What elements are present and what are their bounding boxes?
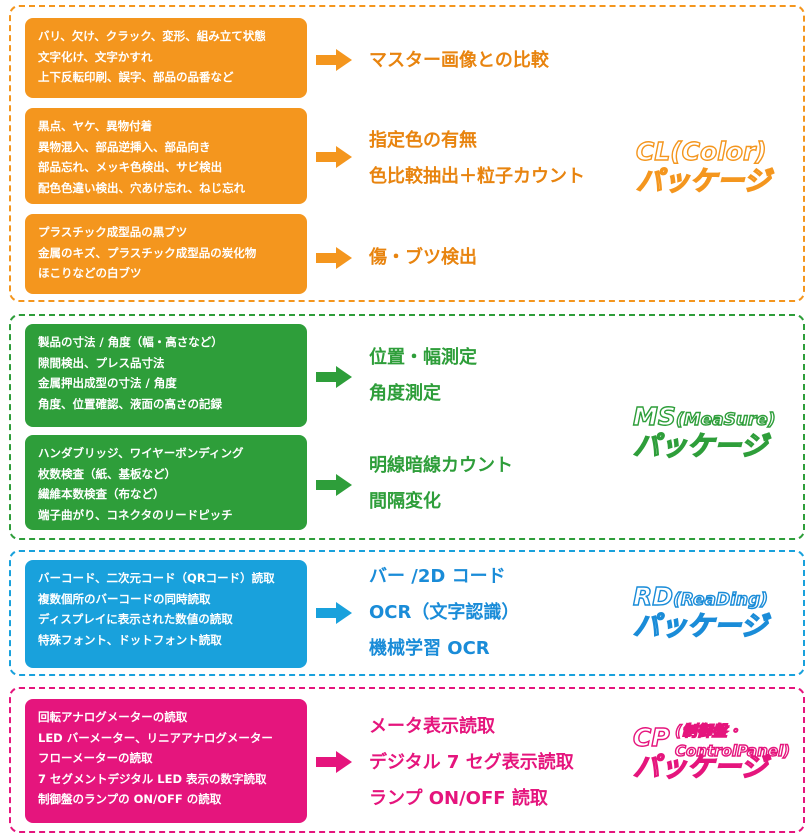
package-fullname: (ReaDing)	[672, 590, 769, 610]
condition-line: 金属押出成型の寸法 / 角度	[38, 376, 177, 390]
cp-condition-box: 回転アナログメーターの読取 LED バーメーター、リニアアナログメーター フロー…	[25, 699, 307, 823]
cl-condition-box-3: プラスチック成型品の黒ブツ 金属のキズ、プラスチック成型品の炭化物 ほこりなどの…	[25, 214, 307, 294]
package-name: CL(Color)	[635, 137, 767, 166]
arrow-right-icon	[316, 366, 352, 388]
arrow-right-icon	[316, 474, 352, 496]
ms-result-1: 位置・幅測定 角度測定	[369, 340, 477, 412]
rd-package-group: バーコード、二次元コード（QRコード）読取 複数個所のバーコードの同時読取 ディ…	[9, 550, 805, 676]
condition-line: 繊維本数検査（布など）	[38, 487, 165, 501]
condition-line: 7 セグメントデジタル LED 表示の数字読取	[38, 771, 267, 786]
condition-line: 隙間検出、プレス品寸法	[38, 355, 165, 370]
package-fullname: (MeaSure)	[675, 410, 776, 430]
condition-line: LED バーメーター、リニアアナログメーター	[38, 730, 273, 745]
result-line: 傷・ブツ検出	[369, 247, 477, 268]
cp-result: メータ表示読取 デジタル 7 セグ表示読取 ランプ ON/OFF 読取	[369, 709, 574, 817]
package-fullname: (制御盤・ ControlPanel)	[674, 721, 791, 761]
rd-condition-box: バーコード、二次元コード（QRコード）読取 複数個所のバーコードの同時読取 ディ…	[25, 560, 307, 668]
package-suffix: パッケージ	[632, 611, 768, 642]
arrow-right-icon	[316, 146, 352, 168]
condition-line: 角度、位置確認、液面の高さの記録	[38, 396, 222, 411]
condition-line: 異物混入、部品逆挿入、部品向き	[38, 139, 211, 154]
condition-line: 製品の寸法 / 角度（幅・高さなど）	[38, 335, 223, 349]
result-line: 機械学習 OCR	[369, 638, 490, 659]
result-line: デジタル 7 セグ表示読取	[369, 752, 574, 773]
ms-package-group: 製品の寸法 / 角度（幅・高さなど） 隙間検出、プレス品寸法 金属押出成型の寸法…	[9, 314, 805, 540]
condition-line: フローメーターの読取	[38, 751, 153, 765]
package-name: RD	[632, 582, 674, 611]
condition-line: 特殊フォント、ドットフォント読取	[38, 632, 222, 647]
condition-line: バリ、欠け、クラック、変形、組み立て状態	[38, 29, 266, 43]
package-name: MS	[632, 402, 676, 431]
condition-line: 上下反転印刷、誤字、部品の品番など	[38, 70, 234, 84]
condition-line: プラスチック成型品の黒ブツ	[38, 225, 188, 239]
cl-package-label: CL(Color) パッケージ	[635, 137, 771, 197]
arrow-right-icon	[316, 49, 352, 71]
cl-result-3: 傷・ブツ検出	[369, 240, 477, 276]
condition-line: 金属のキズ、プラスチック成型品の炭化物	[38, 245, 257, 260]
package-name: CP	[632, 723, 670, 752]
cl-condition-box-2: 黒点、ヤケ、異物付着 異物混入、部品逆挿入、部品向き 部品忘れ、メッキ色検出、サ…	[25, 108, 307, 204]
package-fullname-line2: ControlPanel)	[674, 741, 791, 760]
cl-result-2: 指定色の有無 色比較抽出＋粒子カウント	[369, 123, 585, 195]
result-line: 指定色の有無	[369, 130, 477, 151]
condition-line: ほこりなどの白ブツ	[38, 266, 142, 280]
package-suffix: パッケージ	[632, 431, 768, 462]
result-line: バー /2D コード	[369, 566, 506, 587]
condition-line: 配色色違い検出、穴あけ忘れ、ねじ忘れ	[38, 180, 246, 195]
cl-package-group: バリ、欠け、クラック、変形、組み立て状態 文字化け、文字かすれ 上下反転印刷、誤…	[9, 5, 805, 302]
condition-line: 回転アナログメーターの読取	[38, 710, 188, 724]
condition-line: 制御盤のランプの ON/OFF の読取	[38, 792, 222, 806]
cl-result-1: マスター画像との比較	[369, 43, 549, 79]
package-fullname-line1: (制御盤・	[674, 721, 742, 740]
result-line: 明線暗線カウント	[369, 455, 513, 476]
result-line: 角度測定	[369, 383, 441, 404]
result-line: OCR（文字認識）	[369, 602, 520, 623]
ms-condition-box-2: ハンダブリッジ、ワイヤーボンディング 枚数検査（紙、基板など） 繊維本数検査（布…	[25, 435, 307, 530]
cl-condition-box-1: バリ、欠け、クラック、変形、組み立て状態 文字化け、文字かすれ 上下反転印刷、誤…	[25, 18, 307, 98]
condition-line: 複数個所のバーコードの同時読取	[38, 591, 211, 606]
condition-line: ハンダブリッジ、ワイヤーボンディング	[38, 446, 244, 460]
condition-line: ディスプレイに表示された数値の読取	[38, 612, 233, 626]
package-suffix: パッケージ	[635, 166, 771, 197]
condition-line: 端子曲がり、コネクタのリードピッチ	[38, 507, 233, 522]
result-line: 位置・幅測定	[369, 347, 477, 368]
result-line: ランプ ON/OFF 読取	[369, 788, 548, 809]
rd-result: バー /2D コード OCR（文字認識） 機械学習 OCR	[369, 559, 519, 667]
condition-line: バーコード、二次元コード（QRコード）読取	[38, 571, 275, 585]
ms-result-2: 明線暗線カウント 間隔変化	[369, 448, 513, 520]
result-line: 間隔変化	[369, 491, 441, 512]
arrow-right-icon	[316, 247, 352, 269]
condition-line: 枚数検査（紙、基板など）	[38, 466, 176, 481]
condition-line: 文字化け、文字かすれ	[38, 49, 153, 64]
cp-package-label: CP (制御盤・ ControlPanel) パッケージ	[632, 721, 790, 783]
condition-line: 部品忘れ、メッキ色検出、サビ検出	[38, 160, 223, 174]
result-line: メータ表示読取	[369, 716, 495, 737]
arrow-right-icon	[316, 751, 352, 773]
ms-package-label: MS(MeaSure) パッケージ	[632, 402, 776, 462]
arrow-right-icon	[316, 602, 352, 624]
result-line: マスター画像との比較	[369, 50, 549, 71]
ms-condition-box-1: 製品の寸法 / 角度（幅・高さなど） 隙間検出、プレス品寸法 金属押出成型の寸法…	[25, 324, 307, 427]
package-suffix: パッケージ	[632, 752, 768, 783]
condition-line: 黒点、ヤケ、異物付着	[38, 119, 153, 133]
cp-package-group: 回転アナログメーターの読取 LED バーメーター、リニアアナログメーター フロー…	[9, 687, 805, 833]
rd-package-label: RD(ReaDing) パッケージ	[632, 582, 769, 642]
result-line: 色比較抽出＋粒子カウント	[369, 166, 585, 187]
